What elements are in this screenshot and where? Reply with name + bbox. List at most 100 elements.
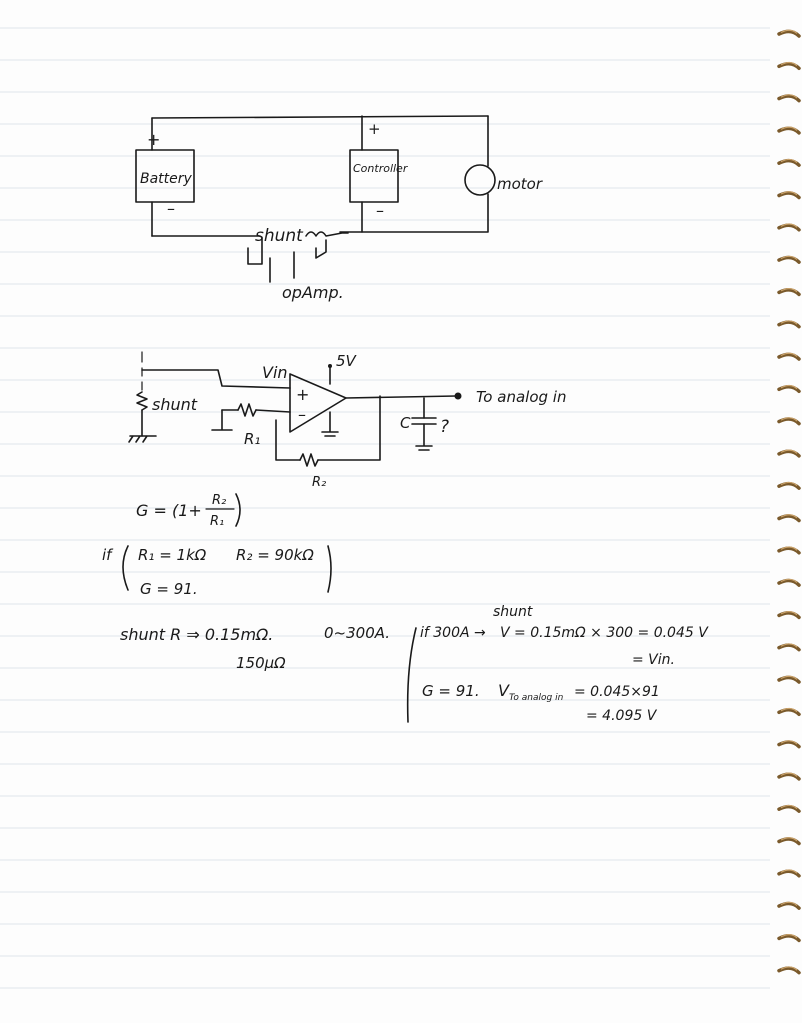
binding-ring-highlight <box>780 643 798 648</box>
vin-wire <box>141 369 291 389</box>
binding-ring-highlight <box>780 255 798 261</box>
binding-ring-highlight <box>780 191 798 196</box>
opamp-ground-lead <box>321 411 339 437</box>
binding-ring-highlight <box>780 901 798 907</box>
calc-bracket <box>406 627 417 723</box>
binding-ring <box>777 514 801 523</box>
battery-plus: + <box>147 130 160 149</box>
binding-ring-highlight <box>780 352 798 357</box>
opamp-plus: + <box>296 385 309 404</box>
binding-ring-highlight <box>780 223 798 228</box>
binding-ring <box>777 449 801 458</box>
binding-ring-highlight <box>780 514 798 519</box>
binding-ring-highlight <box>780 546 798 551</box>
binding-ring <box>777 772 801 781</box>
binding-ring <box>777 94 801 103</box>
binding-ring <box>777 837 801 846</box>
binding-ring <box>777 62 801 71</box>
output-label: To analog in <box>476 388 566 406</box>
cap-label: C <box>400 414 411 432</box>
battery-minus: – <box>167 199 175 218</box>
shunt-ground-symbol <box>128 435 157 443</box>
binding-ring-highlight <box>780 61 798 67</box>
binding-ring <box>777 385 801 394</box>
binding-ring-highlight <box>780 449 798 454</box>
binding-ring <box>777 869 801 878</box>
shunt-node-label: shunt <box>152 395 198 414</box>
binding-ring <box>777 675 801 684</box>
shunt-resistor <box>136 391 148 411</box>
gain-value: G = 91. <box>140 580 198 598</box>
controller-box <box>349 149 399 203</box>
binding-ring <box>777 966 801 975</box>
shunt-label: shunt <box>255 226 304 246</box>
binding-ring <box>777 126 801 135</box>
binding-ring-highlight <box>780 417 798 422</box>
output-wire <box>345 395 457 399</box>
battery-circuit-diagram: + Battery – + Controller – motor shunt o… <box>135 115 543 302</box>
battery-box <box>135 149 195 203</box>
binding-ring <box>777 255 801 264</box>
motor-lead-bottom <box>339 193 489 233</box>
output-node <box>454 392 462 400</box>
binding-ring-highlight <box>780 837 798 842</box>
opamp-minus: – <box>298 405 306 424</box>
gain-denominator: R₁ <box>210 514 224 529</box>
binding-ring-highlight <box>780 578 798 584</box>
binding-ring-highlight <box>780 288 798 293</box>
binding-ring-highlight <box>780 320 798 325</box>
shunt-element <box>305 231 349 237</box>
binding-ring-highlight <box>780 707 798 713</box>
shunt-sense-right <box>315 239 327 259</box>
binding-ring <box>777 901 801 910</box>
if-brace-right <box>327 545 332 593</box>
binding-ring <box>777 352 801 361</box>
binding-ring-highlight <box>780 772 798 777</box>
motor-symbol <box>464 164 496 196</box>
spiral-binding <box>777 29 801 975</box>
gain-notes: G = (1+ R₂ R₁ if R₁ = 1kΩ R₂ = 90kΩ G = … <box>102 493 332 598</box>
gain-numerator: R₂ <box>212 493 226 508</box>
r2-value: R₂ = 90kΩ <box>236 546 314 564</box>
binding-ring <box>777 288 801 297</box>
binding-ring-highlight <box>780 126 798 131</box>
binding-ring-highlight <box>780 611 798 616</box>
v-result: = 4.095 V <box>586 708 658 724</box>
cap-question: ? <box>440 417 449 437</box>
v-analog-calc: = 0.045×91 <box>574 684 660 700</box>
if-brace-left <box>122 545 129 591</box>
supply-node <box>328 364 332 368</box>
binding-ring <box>777 481 801 490</box>
vin-equals: = Vin. <box>632 652 675 668</box>
binding-ring-highlight <box>780 934 798 939</box>
gain-91: G = 91. <box>422 682 480 700</box>
binding-ring-highlight <box>780 29 798 34</box>
controller-label: Controller <box>353 162 409 175</box>
binding-ring-highlight <box>780 675 798 680</box>
binding-ring <box>777 223 801 232</box>
gain-formula-lhs: G = (1+ <box>136 501 202 520</box>
binding-ring-highlight <box>780 94 798 99</box>
binding-ring <box>777 158 801 167</box>
controller-plus: + <box>368 120 381 138</box>
opamp-triangle <box>289 373 347 433</box>
binding-ring <box>777 417 801 426</box>
opamp-schematic: shunt Vin + – 5V R₁ R₂ To analog in C ? <box>128 351 566 490</box>
binding-ring-highlight <box>780 869 798 874</box>
binding-ring-highlight <box>780 481 798 487</box>
binding-ring-highlight <box>780 804 798 810</box>
shunt-above: shunt <box>493 604 533 620</box>
binding-ring-highlight <box>780 158 798 164</box>
current-range: 0~300A. <box>324 624 390 642</box>
feedback-to-output <box>317 395 381 461</box>
binding-ring <box>777 804 801 813</box>
voltage-calc: V = 0.15mΩ × 300 = 0.045 V <box>500 625 709 641</box>
cap-plates <box>411 417 437 425</box>
cap-ground <box>415 423 433 451</box>
if-300a: if 300A → <box>420 625 486 641</box>
gain-close-paren <box>235 493 241 527</box>
r1-value: R₁ = 1kΩ <box>138 546 207 564</box>
battery-label: Battery <box>140 171 193 187</box>
binding-ring <box>777 578 801 587</box>
binding-ring <box>777 611 801 620</box>
